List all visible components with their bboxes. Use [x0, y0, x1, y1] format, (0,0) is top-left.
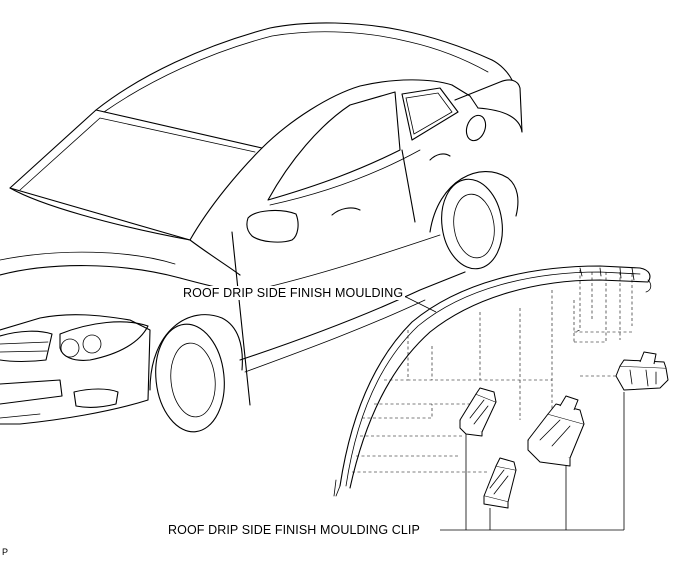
figure-code: P	[2, 547, 9, 557]
clip-1	[459, 387, 497, 437]
car-rear-wheel-arch	[429, 170, 519, 233]
car-rear-window	[401, 87, 459, 141]
clip-3	[527, 395, 585, 467]
moulding-strip	[333, 265, 652, 497]
car-rear-wheel	[441, 178, 503, 270]
clip-4	[615, 351, 669, 391]
car-front-wheel	[155, 323, 225, 433]
car-windshield	[9, 109, 263, 241]
car-hood	[9, 187, 241, 276]
car-front-wheel-arch	[149, 314, 243, 391]
car-illustration	[0, 22, 523, 433]
car-front-bumper	[0, 314, 151, 425]
car-side-mirror	[246, 209, 299, 243]
car-front-window	[267, 91, 401, 201]
car-headlamp	[59, 321, 149, 361]
moulding-label: ROOF DRIP SIDE FINISH MOULDING	[181, 286, 406, 300]
car-grille	[0, 330, 53, 363]
car-roof	[95, 22, 493, 111]
clip-2	[483, 457, 517, 509]
clip-label: ROOF DRIP SIDE FINISH MOULDING CLIP	[166, 523, 422, 537]
projection-lines	[352, 270, 633, 473]
leader-lines	[403, 295, 625, 531]
